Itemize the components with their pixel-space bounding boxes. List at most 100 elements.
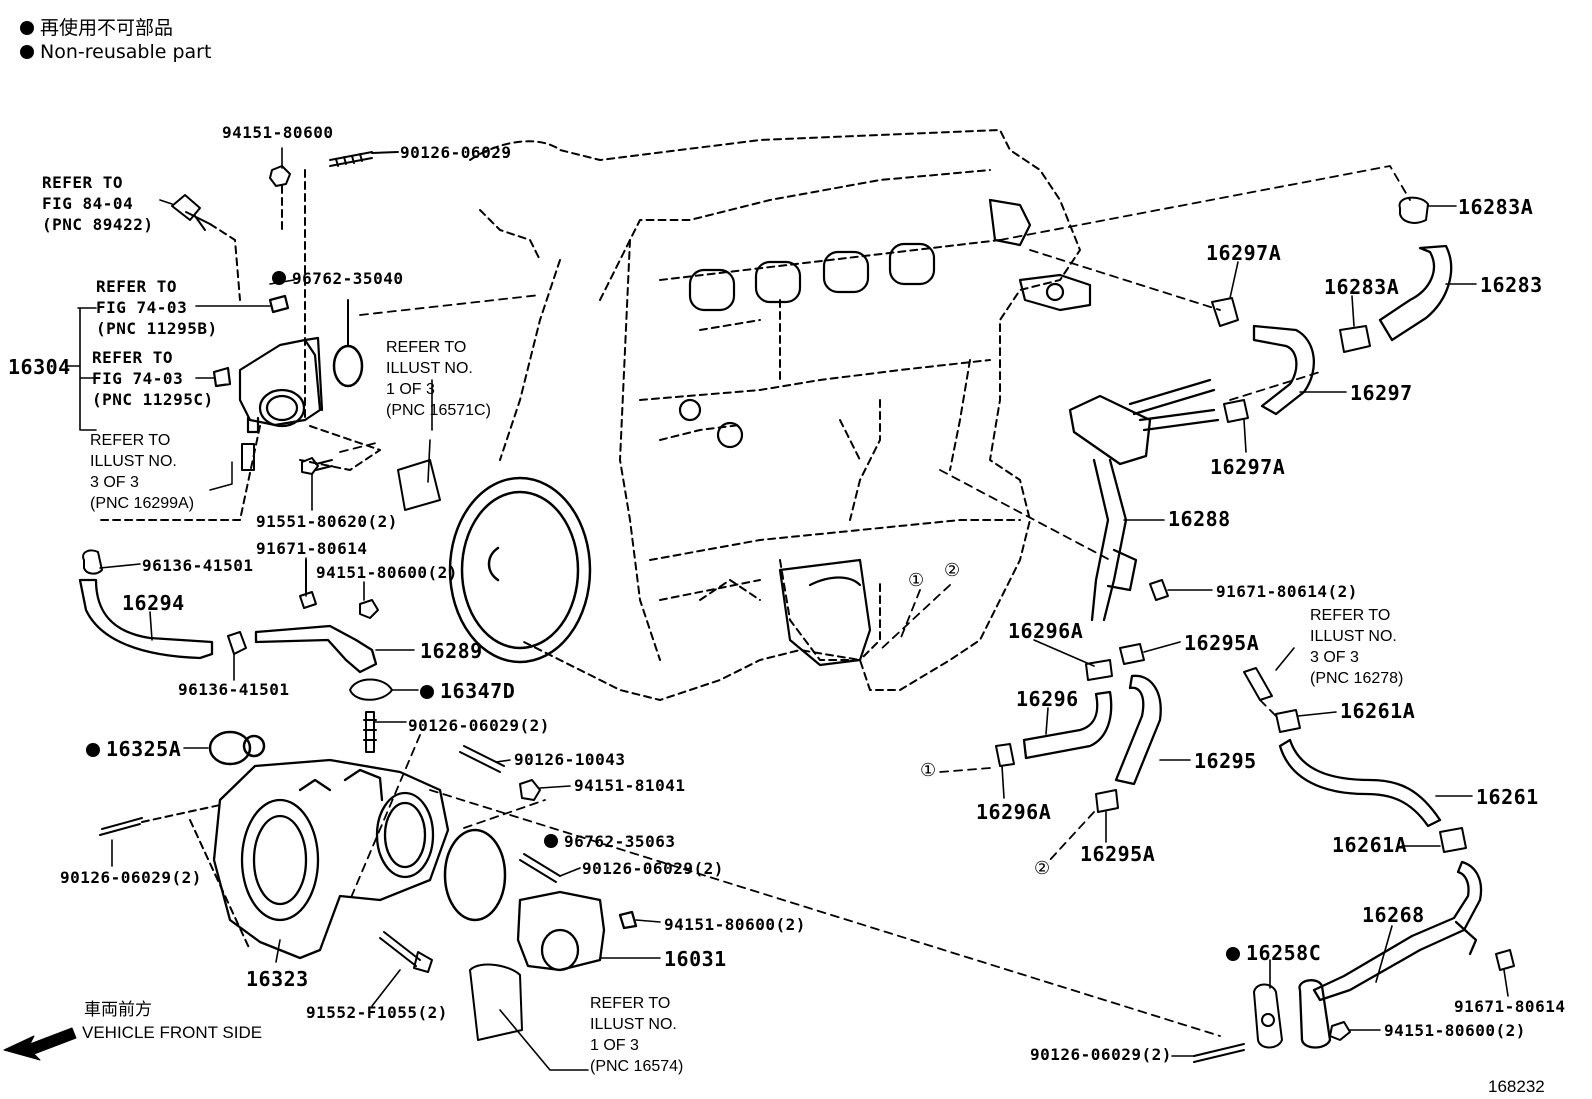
part-number: 16347D bbox=[440, 679, 516, 703]
part-label: 16323 bbox=[246, 967, 309, 991]
crank-pulley-drawing bbox=[448, 476, 592, 664]
non-reusable-dot-icon bbox=[20, 21, 34, 35]
bolt-91671-right-drawing bbox=[1149, 579, 1169, 601]
non-reusable-dot-icon bbox=[86, 743, 100, 757]
part-label: 16288 bbox=[1168, 507, 1231, 531]
water-outlet-drawing bbox=[212, 294, 324, 434]
ref-illust-16278: REFER TO ILLUST NO. 3 OF 3 (PNC 16278) bbox=[1310, 605, 1403, 689]
part-label-non-reusable: 96762-35040 bbox=[272, 270, 403, 288]
part-label: 16294 bbox=[122, 591, 185, 615]
part-label: 90126-06029(2) bbox=[1030, 1045, 1172, 1064]
hose-16283-drawing bbox=[1378, 244, 1453, 342]
ref-line: REFER TO bbox=[1310, 607, 1391, 624]
part-label: 94151-81041 bbox=[574, 776, 686, 795]
part-label: 16295A bbox=[1184, 631, 1260, 655]
stud-90126-10043-drawing bbox=[459, 745, 505, 773]
part-label: 16297A bbox=[1206, 241, 1282, 265]
pipe-stub-drawing bbox=[241, 443, 255, 471]
part-label: 16268 bbox=[1362, 903, 1425, 927]
part-label: 16296A bbox=[1008, 619, 1084, 643]
gasket-16258c-drawing bbox=[1253, 983, 1283, 1049]
circled-ref-1: ① bbox=[908, 570, 925, 591]
legend-jp-text: 再使用不可部品 bbox=[40, 17, 174, 39]
figure-number: 168232 bbox=[1488, 1077, 1545, 1096]
ref-line: ILLUST NO. bbox=[90, 453, 177, 470]
non-reusable-dot-icon bbox=[1226, 947, 1240, 961]
bolt-91671-drawing bbox=[299, 559, 317, 609]
part-label: 16261A bbox=[1340, 699, 1416, 723]
stud-90126-a-drawing bbox=[363, 711, 377, 753]
hose-16296-drawing bbox=[1022, 690, 1113, 760]
clamp-16261a-top-drawing bbox=[1275, 709, 1301, 733]
clamp-16261a-bottom-drawing bbox=[1439, 827, 1467, 853]
leader-lines bbox=[65, 147, 1509, 1071]
part-label: 91671-80614(2) bbox=[1216, 582, 1358, 601]
thermostat-housing-drawing bbox=[516, 890, 638, 972]
clamp-16283a-mid-drawing bbox=[1339, 325, 1371, 353]
part-label: 16297A bbox=[1210, 455, 1286, 479]
part-label: 16296 bbox=[1016, 687, 1079, 711]
hose-16574-drawing bbox=[469, 963, 523, 1041]
ref-line: 3 OF 3 bbox=[90, 474, 139, 491]
part-label-non-reusable: 16347D bbox=[420, 680, 515, 702]
guide-lines bbox=[339, 165, 1411, 1037]
part-label: 16295A bbox=[1080, 842, 1156, 866]
part-number: 16325A bbox=[106, 737, 182, 761]
clamp-16297a-top-drawing bbox=[1211, 297, 1239, 327]
ref-line: REFER TO bbox=[96, 277, 178, 296]
engine-ports-drawing bbox=[678, 198, 1092, 667]
ref-line: (PNC 11295C) bbox=[92, 390, 214, 409]
ref-line: (PNC 16299A) bbox=[90, 495, 195, 512]
o-ring-16325a-small bbox=[242, 734, 266, 758]
part-label: 90126-06029(2) bbox=[60, 868, 202, 887]
ref-line: REFER TO bbox=[42, 173, 124, 192]
temp-sensor-drawing bbox=[171, 194, 241, 301]
part-label: 16289 bbox=[420, 639, 483, 663]
part-label: 94151-80600(2) bbox=[316, 563, 458, 582]
part-label: 16297 bbox=[1350, 381, 1413, 405]
front-arrow-icon bbox=[3, 1027, 77, 1061]
part-label: 91671-80614 bbox=[1454, 997, 1566, 1016]
part-label: 16283A bbox=[1458, 195, 1534, 219]
circled-ref-1: ① bbox=[920, 760, 937, 781]
legend-jp: 再使用不可部品 bbox=[20, 16, 173, 40]
gasket-16347d-drawing bbox=[349, 678, 393, 701]
ref-line: (PNC 16571C) bbox=[386, 402, 491, 419]
bolt-91671-bottom-drawing bbox=[1495, 949, 1515, 971]
clamp-16296a-top-drawing bbox=[1085, 659, 1113, 681]
part-number: 96762-35063 bbox=[564, 832, 676, 851]
front-label-jp: 車両前方 bbox=[84, 1000, 152, 1019]
stud-90126-bottom-drawing bbox=[1193, 1043, 1245, 1063]
non-reusable-dot-icon bbox=[272, 271, 286, 285]
front-label-en: VEHICLE FRONT SIDE bbox=[82, 1023, 263, 1042]
nut-94151-81041-drawing bbox=[519, 779, 541, 801]
part-label: 94151-80600(2) bbox=[664, 915, 806, 934]
bolt-91551-drawing bbox=[301, 457, 333, 475]
ref-line: REFER TO bbox=[386, 339, 467, 356]
ref-line: 1 OF 3 bbox=[590, 1037, 639, 1054]
nut-94151-drawing bbox=[359, 599, 379, 619]
clamp-16296a-bottom-drawing bbox=[995, 743, 1015, 767]
part-label: 90126-06029(2) bbox=[408, 716, 550, 735]
ref-line: (PNC 16278) bbox=[1310, 670, 1404, 687]
part-label: 90126-06029(2) bbox=[582, 859, 724, 878]
part-number: 16258C bbox=[1246, 941, 1322, 965]
pipe-16289-drawing bbox=[254, 624, 378, 674]
ref-line: FIG 74-03 bbox=[96, 298, 188, 317]
part-label: 16295 bbox=[1194, 749, 1257, 773]
ref-line: REFER TO bbox=[590, 995, 671, 1012]
ref-line: ILLUST NO. bbox=[590, 1016, 677, 1033]
part-label: 96136-41501 bbox=[142, 556, 254, 575]
ref-line: ILLUST NO. bbox=[1310, 628, 1397, 645]
ref-line: (PNC 89422) bbox=[42, 215, 154, 234]
part-label-non-reusable: 16325A bbox=[86, 738, 181, 760]
hose-stub-drawing bbox=[397, 459, 441, 511]
clamp-16295a-bottom-drawing bbox=[1095, 789, 1119, 813]
ref-line: 3 OF 3 bbox=[1310, 649, 1359, 666]
ref-line: REFER TO bbox=[92, 348, 174, 367]
hose-16295-drawing bbox=[1114, 674, 1162, 786]
